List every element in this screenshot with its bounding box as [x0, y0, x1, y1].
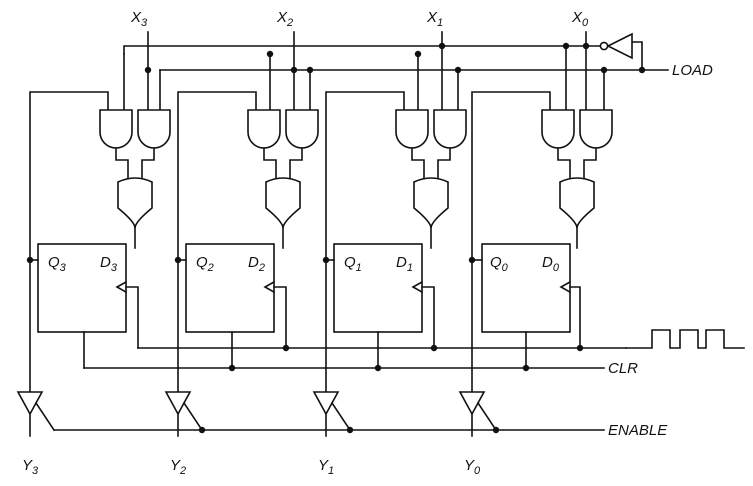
output-y1-label: Y1	[318, 457, 334, 477]
and-gate	[285, 109, 319, 149]
and-gate	[541, 109, 575, 149]
and-gate	[433, 109, 467, 149]
and-gate	[579, 109, 613, 149]
tristate-buffer-1	[312, 391, 340, 416]
stage-2: Q2 D2 X2 Y2	[164, 9, 319, 477]
input-x3-label: X3	[130, 9, 148, 29]
svg-text:D1: D1	[396, 254, 413, 274]
svg-text:D0: D0	[542, 254, 560, 274]
clr-label: CLR	[608, 360, 638, 377]
or-gate	[117, 177, 153, 229]
input-x0-label: X0	[571, 9, 589, 29]
load-label: LOAD	[672, 62, 713, 79]
svg-text:Q3: Q3	[48, 254, 67, 274]
output-y3-label: Y3	[22, 457, 39, 477]
flip-flop-3	[37, 243, 127, 333]
clock-waveform	[625, 329, 745, 349]
input-x1-label: X1	[426, 9, 443, 29]
or-gate	[413, 177, 449, 229]
stage-3: Q3 D3 X3 Y3	[16, 9, 171, 477]
not-load-line	[123, 45, 601, 55]
svg-text:Q0: Q0	[490, 254, 509, 274]
or-gate	[559, 177, 595, 229]
and-gate	[247, 109, 281, 149]
and-gate	[99, 109, 133, 149]
input-x2-label: X2	[276, 9, 293, 29]
load-inverter	[599, 32, 633, 60]
svg-text:Q2: Q2	[196, 254, 214, 274]
svg-text:D2: D2	[248, 254, 265, 274]
tristate-buffer-2	[164, 391, 192, 416]
svg-text:Q1: Q1	[344, 254, 362, 274]
enable-label: ENABLE	[608, 422, 668, 439]
tristate-buffer-0	[458, 391, 486, 416]
and-gate	[395, 109, 429, 149]
svg-text:D3: D3	[100, 254, 118, 274]
tristate-buffer-3	[16, 391, 44, 416]
flip-flop-1	[333, 243, 423, 333]
output-y0-label: Y0	[464, 457, 481, 477]
or-gate	[265, 177, 301, 229]
output-y2-label: Y2	[170, 457, 186, 477]
stage-0: Q0 D0 X0 Y0	[458, 9, 613, 477]
flip-flop-2	[185, 243, 275, 333]
stage-1: Q1 D1 X1 Y1	[312, 9, 467, 477]
and-gate	[137, 109, 171, 149]
